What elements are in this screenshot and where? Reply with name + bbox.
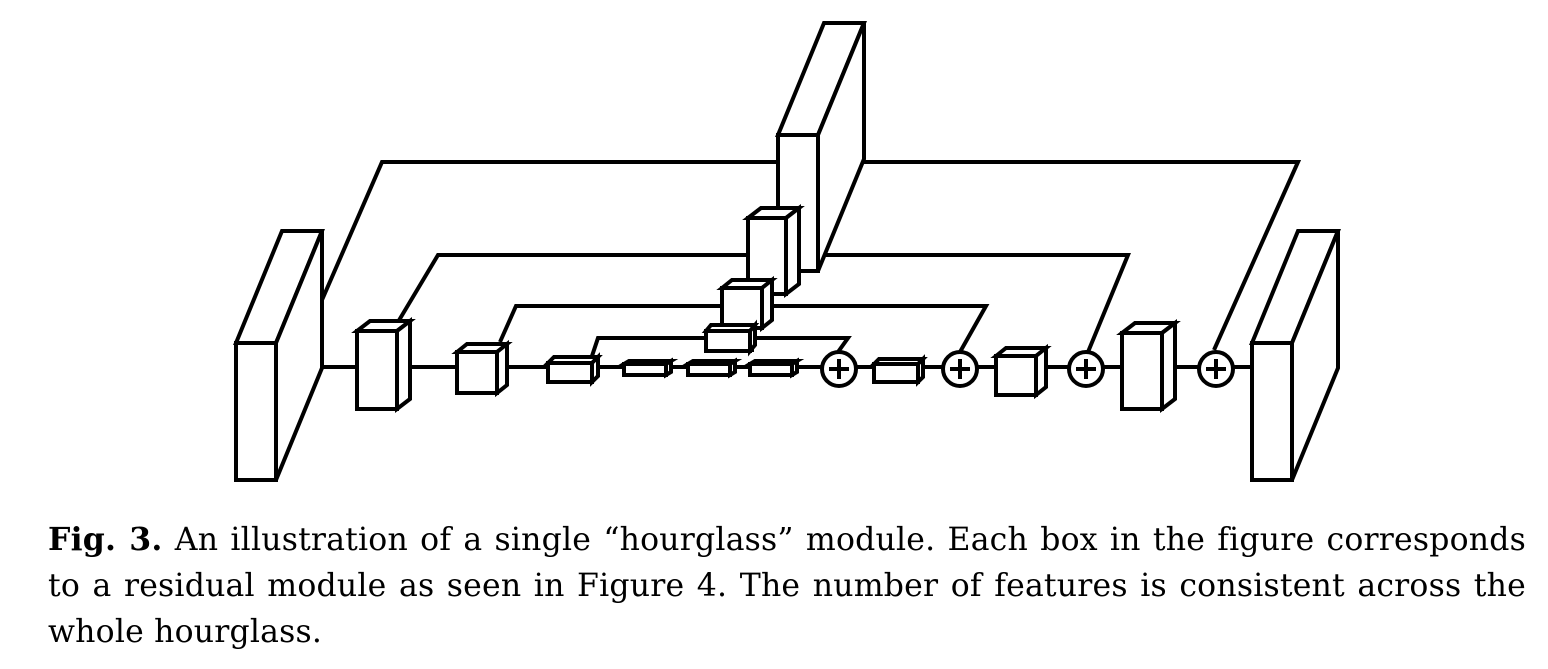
residual-module-output bbox=[1249, 229, 1341, 482]
residual-module-up-1-front bbox=[872, 362, 920, 384]
residual-module-down-3-front bbox=[546, 361, 594, 384]
residual-modules bbox=[233, 21, 1341, 482]
residual-module-stack-1 bbox=[701, 319, 760, 357]
residual-module-up-3 bbox=[1116, 318, 1181, 414]
figure-label: Fig. 3. bbox=[48, 521, 163, 558]
residual-module-up-2-front bbox=[994, 354, 1038, 397]
residual-module-low-3 bbox=[742, 357, 805, 379]
residual-module-low-2 bbox=[680, 357, 743, 379]
residual-module-low-1 bbox=[616, 357, 679, 379]
residual-module-down-3 bbox=[543, 352, 603, 387]
residual-module-down-2-front bbox=[455, 350, 499, 395]
residual-module-low-2-front bbox=[686, 362, 732, 377]
add-node-2 bbox=[941, 350, 979, 388]
caption-text: An illustration of a single “hourglass” … bbox=[48, 522, 1526, 650]
figure-caption: Fig. 3. An illustration of a single “hou… bbox=[48, 517, 1526, 655]
residual-module-low-3-front bbox=[748, 362, 794, 377]
residual-module-output-front bbox=[1250, 341, 1294, 482]
add-node-1-plus-icon bbox=[829, 359, 849, 379]
residual-module-up-2 bbox=[990, 343, 1052, 400]
residual-module-input-front bbox=[234, 341, 278, 482]
residual-module-input bbox=[233, 229, 325, 482]
hourglass-diagram-svg bbox=[233, 21, 1341, 482]
hourglass-diagram bbox=[233, 21, 1341, 482]
residual-module-stack-3 bbox=[742, 203, 805, 299]
add-node-4 bbox=[1197, 350, 1235, 388]
residual-module-stack-1-front bbox=[704, 329, 752, 353]
residual-module-stack-2 bbox=[716, 275, 778, 333]
residual-module-up-1 bbox=[869, 354, 928, 387]
residual-module-down-2 bbox=[451, 339, 513, 398]
residual-module-down-1-front bbox=[355, 329, 399, 411]
add-node-4-plus-icon bbox=[1206, 359, 1226, 379]
elementwise-add-nodes bbox=[820, 350, 1235, 388]
residual-module-low-1-front bbox=[622, 362, 668, 377]
add-node-2-plus-icon bbox=[950, 359, 970, 379]
residual-module-stack-2-front bbox=[720, 286, 764, 330]
add-node-3 bbox=[1067, 350, 1105, 388]
add-node-1 bbox=[820, 350, 858, 388]
residual-module-up-3-front bbox=[1120, 331, 1164, 411]
residual-module-down-1 bbox=[351, 316, 416, 414]
add-node-3-plus-icon bbox=[1076, 359, 1096, 379]
